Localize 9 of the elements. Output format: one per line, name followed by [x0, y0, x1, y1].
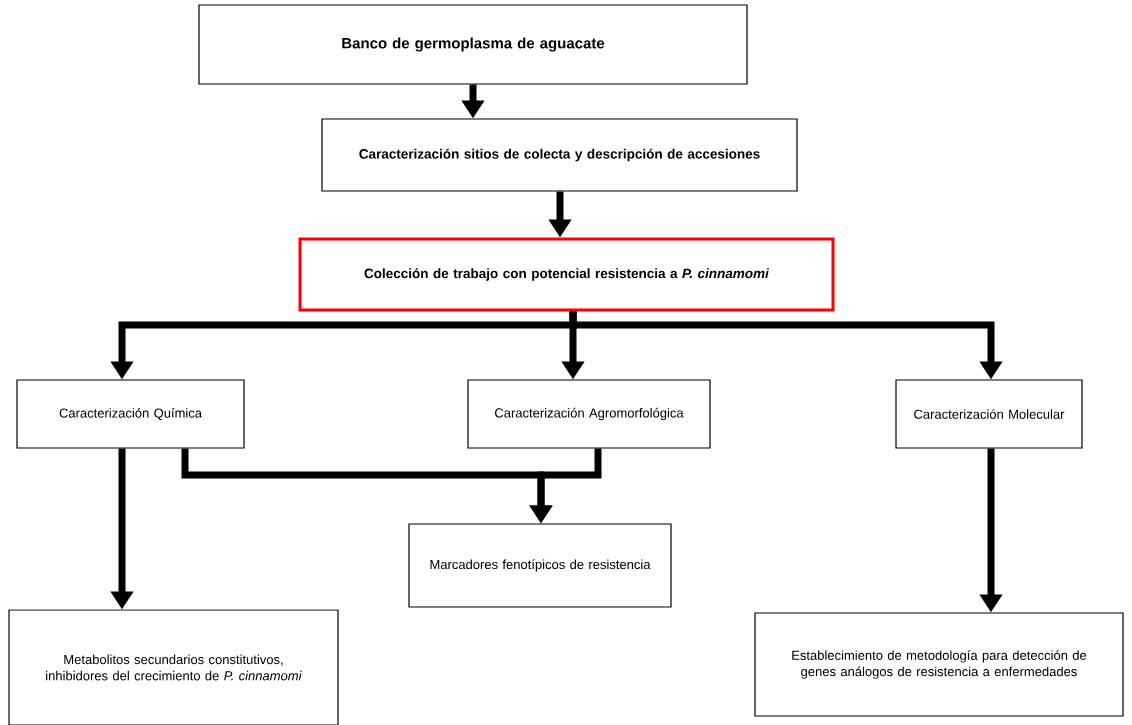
title-box: Banco de germoplasma de aguacate	[198, 4, 748, 85]
result-box: Metabolitos secundarios constitutivos, inhibidores del crecimiento de P. cinnamomi	[8, 609, 339, 725]
process-box: Caracterización sitios de colecta y descripción de accesiones	[321, 118, 798, 192]
result-box: Establecimiento de metodología para detección de genes análogos de resistencia a enfermedades	[754, 612, 1124, 717]
result-box: Marcadores fenotípicos de resistencia	[408, 523, 672, 608]
process-box: Caracterización Molecular	[895, 379, 1083, 449]
process-box: Caracterización Agromorfológica	[467, 379, 711, 449]
highlight-box: Colección de trabajo con potencial resistencia a P. cinnamomi	[298, 237, 835, 312]
process-box: Caracterización Química	[16, 379, 245, 449]
